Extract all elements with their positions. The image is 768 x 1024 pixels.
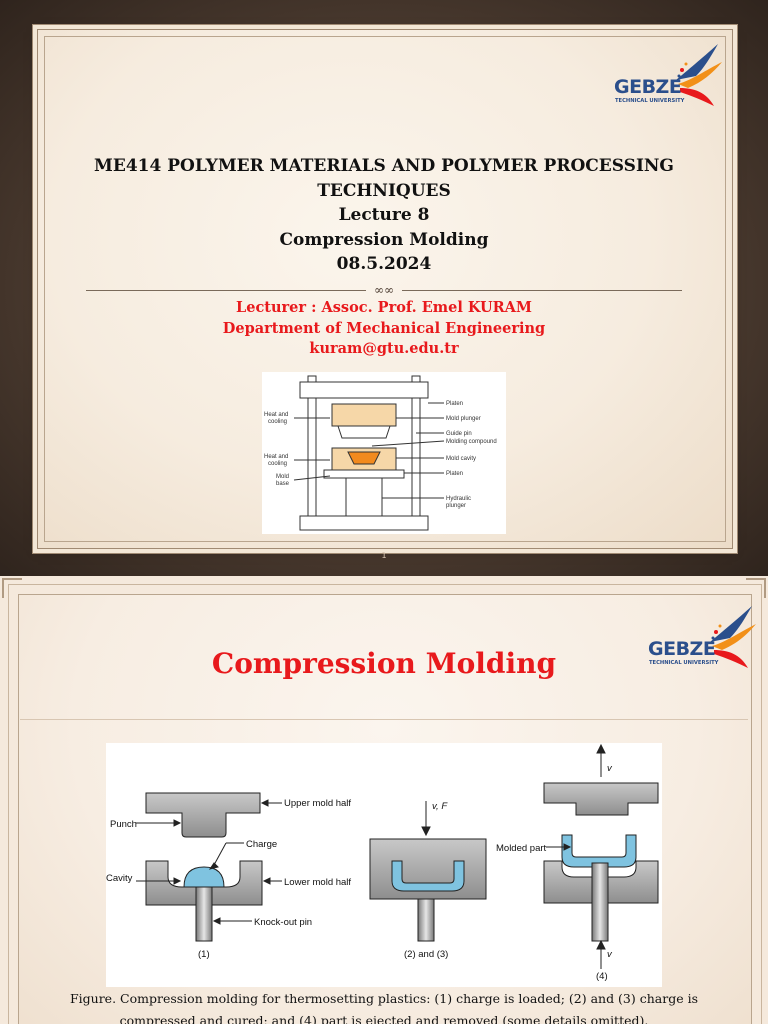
label-upper-mold-half: Upper mold half	[284, 798, 351, 809]
label-heat-2b: cooling	[268, 461, 287, 467]
department: Department of Mechanical Engineering	[222, 319, 546, 337]
label-cavity: Cavity	[106, 873, 133, 884]
title-line: TECHNIQUES	[317, 180, 451, 201]
logo-subtitle: TECHNICAL UNIVERSITY	[649, 660, 719, 666]
slide-inner-frame	[44, 36, 726, 542]
label-mold: Mold	[276, 474, 289, 480]
label-heat-1a: Heat and	[264, 412, 288, 418]
gebze-logo: GEBZE TECHNICAL UNIVERSITY	[648, 602, 760, 672]
title-line: Lecture 8	[338, 205, 430, 225]
label-knockout-pin: Knock-out pin	[254, 917, 312, 928]
figure-caption: Figure. Compression molding for thermose…	[69, 991, 698, 1024]
content-slide: GEBZE TECHNICAL UNIVERSITY Compression M…	[0, 576, 768, 1024]
label-guide-pin: Guide pin	[446, 431, 472, 437]
label-platen-bottom: Platen	[446, 471, 463, 477]
label-plunger: plunger	[446, 503, 466, 509]
title-line: ME414 POLYMER MATERIALS AND POLYMER PROC…	[94, 156, 674, 176]
lecturer-info: Lecturer : Assoc. Prof. Emel KURAM Depar…	[78, 298, 690, 360]
logo-wordmark: GEBZE	[648, 638, 716, 660]
lecturer-name: Lecturer : Assoc. Prof. Emel KURAM	[236, 299, 532, 316]
scroll-ornament-icon: ∞∞	[374, 283, 394, 297]
corner-ornament-icon	[2, 578, 22, 598]
logo-bird-icon	[710, 606, 756, 668]
label-mold-plunger: Mold plunger	[446, 416, 481, 422]
corner-ornament-icon	[746, 578, 766, 598]
ornament-divider: ∞∞	[86, 283, 682, 297]
gebze-logo: GEBZE TECHNICAL UNIVERSITY	[614, 40, 726, 110]
label-step-2-3: (2) and (3)	[404, 949, 448, 960]
slide-outer-frame	[8, 584, 762, 1024]
label-base: base	[276, 481, 290, 487]
slide1-title: ME414 POLYMER MATERIALS AND POLYMER PROC…	[78, 154, 690, 277]
label-heat-1b: cooling	[268, 419, 287, 425]
label-molding-compound: Molding compound	[446, 439, 497, 445]
label-heat-2a: Heat and	[264, 454, 288, 460]
logo-subtitle: TECHNICAL UNIVERSITY	[615, 98, 685, 104]
label-velocity-down: v	[607, 949, 613, 960]
label-charge: Charge	[246, 839, 277, 850]
label-step-4: (4)	[596, 971, 608, 982]
logo-bird-icon	[676, 44, 722, 106]
label-velocity-force: v, F	[432, 801, 448, 812]
compression-molding-steps-figure: Upper mold half Punch Charge Cavity Lowe…	[106, 743, 662, 987]
label-mold-cavity: Mold cavity	[446, 456, 476, 462]
slide2-title: Compression Molding	[211, 647, 557, 680]
logo-wordmark: GEBZE	[614, 76, 682, 98]
label-punch: Punch	[110, 819, 137, 830]
label-hydraulic: Hydraulic	[446, 496, 471, 502]
title-line: 08.5.2024	[336, 254, 432, 274]
compression-press-figure: Platen Mold plunger Guide pin Molding co…	[262, 372, 506, 534]
label-molded-part: Molded part	[496, 843, 547, 854]
slide-paper: GEBZE TECHNICAL UNIVERSITY ME414 POLYMER…	[38, 30, 732, 548]
label-velocity-up: v	[607, 763, 613, 774]
email: kuram@gtu.edu.tr	[309, 340, 459, 357]
page-number: 1	[381, 551, 387, 560]
label-platen-top: Platen	[446, 401, 463, 407]
label-step-1: (1)	[198, 949, 210, 960]
title-rule	[20, 719, 748, 720]
title-slide: GEBZE TECHNICAL UNIVERSITY ME414 POLYMER…	[0, 0, 768, 576]
title-line: Compression Molding	[279, 229, 489, 250]
label-lower-mold-half: Lower mold half	[284, 877, 351, 888]
